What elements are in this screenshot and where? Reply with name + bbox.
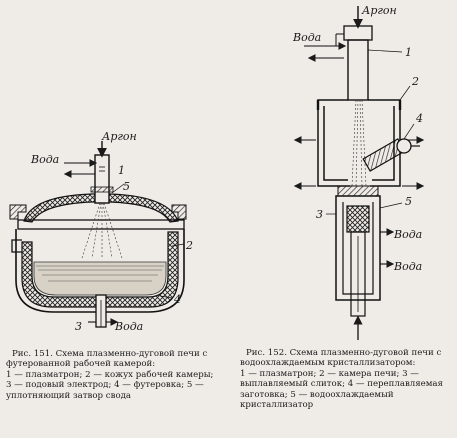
figure-152: Аргон Вода 1 2 4 5 3 Вода Вода — [292, 4, 425, 340]
plasma-jet — [81, 202, 123, 259]
furnace-rim — [17, 219, 185, 230]
roof-seal-right — [171, 204, 187, 220]
argon-label: Аргон — [101, 130, 137, 143]
caption-legend: 1 — плазматрон; 2 — кожух рабочей камеры… — [6, 369, 214, 401]
molten-bath — [33, 261, 167, 296]
plasmatron-1 — [63, 141, 114, 204]
water-in-label: Вода — [30, 153, 59, 166]
label-3: 3 — [75, 320, 82, 333]
bath-surface-lines — [36, 265, 164, 282]
label-2: 2 — [185, 239, 193, 252]
label-4: 4 — [173, 293, 181, 306]
water-out-label: Вода — [114, 320, 143, 333]
figure-151: Аргон Вода 1 5 2 4 3 Вода — [9, 130, 193, 333]
label-4: 4 — [415, 112, 423, 125]
label-5: 5 — [123, 180, 130, 193]
plasmatron-1 — [304, 6, 373, 101]
crystallizer-5 — [335, 185, 395, 301]
water-bottom-label: Вода — [393, 260, 422, 273]
figure-152-caption: Рис. 152. Схема плазменно-дуговой печи с… — [240, 348, 452, 410]
furnace-roof — [23, 193, 179, 223]
label-3: 3 — [316, 208, 323, 221]
water-top-label: Вода — [292, 31, 321, 44]
hearth-electrode-3 — [88, 294, 119, 328]
caption-title: Рис. 151. Схема плазменно-дуговой печи с… — [6, 349, 208, 370]
argon-label: Аргон — [361, 4, 397, 17]
plasma-jet — [351, 99, 367, 187]
leader-4 — [159, 295, 173, 299]
label-1: 1 — [118, 164, 125, 177]
remelted-billet-4 — [362, 138, 420, 172]
figure-151-caption: Рис. 151. Схема плазменно-дуговой печи с… — [6, 349, 218, 401]
water-mid-label: Вода — [393, 228, 422, 241]
roof-seal-left — [9, 204, 27, 220]
leader-4 — [403, 123, 415, 140]
caption-legend: 1 — плазматрон; 2 — камера печи; 3 — вып… — [240, 368, 443, 411]
chamber-2 — [316, 99, 402, 187]
lining-4 — [21, 231, 179, 308]
leader-2 — [171, 243, 185, 247]
side-port — [11, 239, 22, 253]
label-1: 1 — [405, 46, 412, 59]
caption-title: Рис. 152. Схема плазменно-дуговой печи с… — [240, 348, 442, 369]
leader-1 — [367, 49, 403, 53]
leader-5 — [111, 183, 125, 194]
leader-5 — [379, 202, 403, 209]
label-5: 5 — [405, 195, 412, 208]
leader-2 — [399, 85, 411, 101]
label-2: 2 — [411, 75, 419, 88]
